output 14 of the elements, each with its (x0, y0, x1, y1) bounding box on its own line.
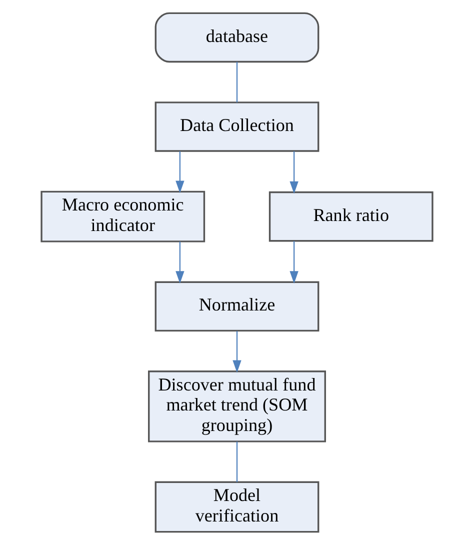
arrow (176, 151, 184, 194)
node-box: Data Collection (154, 102, 320, 152)
node-box: Rank ratio (268, 191, 434, 242)
connector (236, 62, 238, 102)
node-box: Discover mutual fund market trend (SOM grouping) (148, 370, 326, 442)
connector (236, 442, 238, 482)
arrow (232, 331, 242, 373)
arrow (290, 151, 298, 194)
node-box: Model verification (154, 481, 320, 533)
node-box: Macro economic indicator (40, 190, 206, 242)
node-box: Normalize (154, 281, 320, 332)
node-box: database (154, 12, 320, 63)
arrow (176, 242, 184, 284)
arrow (290, 241, 298, 284)
